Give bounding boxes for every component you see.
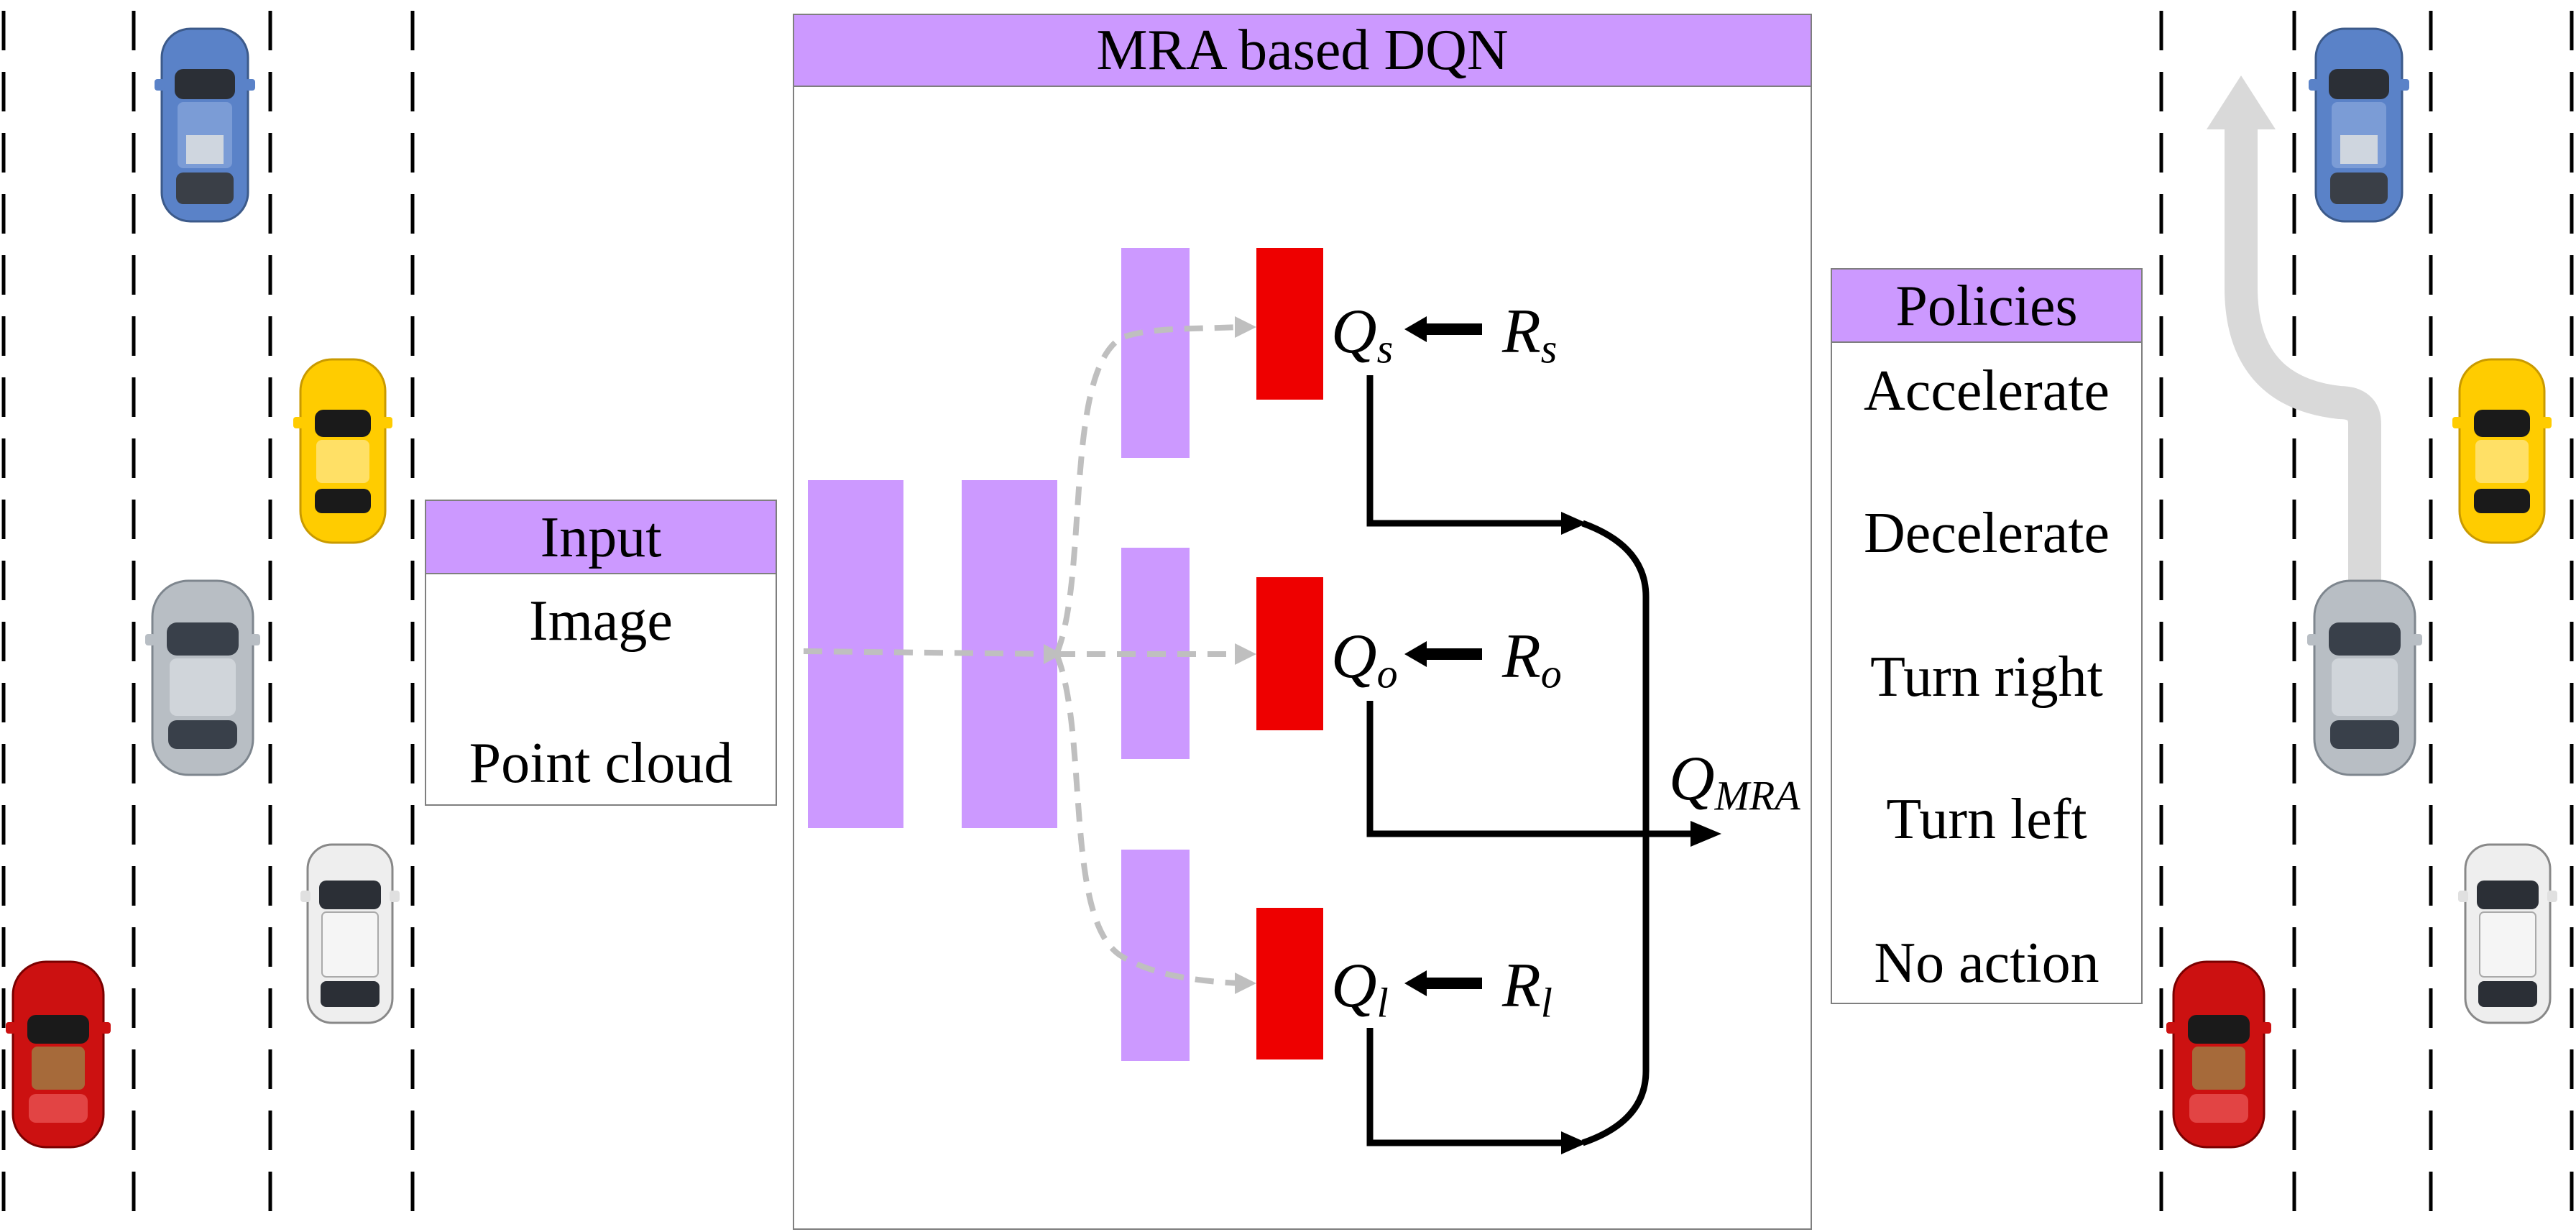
q-label-lane: Ql (1331, 955, 1389, 1024)
q-symbol: Q (1331, 951, 1377, 1021)
q-mra-subscript: MRA (1714, 772, 1800, 819)
lane-markings-left (1, 11, 415, 1232)
hidden-layer (962, 480, 1057, 828)
r-label-lane: Rl (1502, 955, 1552, 1024)
policy-accelerate: Accelerate (1864, 359, 2110, 423)
input-panel-title: Input (540, 506, 662, 569)
input-item-point-cloud: Point cloud (469, 732, 733, 795)
input-panel-header (425, 500, 777, 574)
q-mra-output-label: QMRA (1669, 748, 1800, 817)
policy-turn-right: Turn right (1870, 645, 2103, 709)
r-subscript: l (1540, 979, 1552, 1026)
lane-change-arrow (2207, 75, 2381, 582)
car-white (2458, 843, 2557, 1024)
lane-markings-right (2159, 11, 2574, 1232)
q-label-safety: Qs (1331, 300, 1393, 370)
input-layer (808, 480, 903, 828)
q-symbol: Q (1331, 622, 1377, 691)
branch-layer-lane (1121, 850, 1190, 1061)
q-symbol: Q (1331, 297, 1377, 367)
car-yellow (2452, 358, 2552, 544)
r-subscript: o (1540, 650, 1562, 697)
r-symbol: R (1502, 622, 1541, 691)
policy-no-action: No action (1874, 932, 2099, 995)
dqn-panel-header (793, 14, 1812, 87)
policies-panel-header (1831, 268, 2143, 343)
r-label-safety: Rs (1502, 300, 1557, 370)
q-head-lane (1256, 908, 1323, 1059)
car-blue (2309, 27, 2409, 223)
left-road-scene (1, 11, 415, 1232)
q-label-overtake: Qo (1331, 625, 1398, 695)
car-red (6, 960, 111, 1149)
r-subscript: s (1540, 325, 1558, 372)
right-road-scene (2159, 11, 2574, 1232)
q-mra-symbol: Q (1669, 744, 1715, 814)
data-flow-arrows (803, 324, 1241, 986)
input-item-image: Image (529, 589, 673, 653)
car-silver (2307, 579, 2422, 776)
car-red (2166, 960, 2271, 1149)
aggregation-arrowheads (1561, 512, 1721, 1154)
q-subscript: s (1376, 325, 1394, 372)
reward-arrows (1404, 316, 1482, 996)
q-subscript: l (1376, 979, 1389, 1026)
policies-panel-title: Policies (1895, 275, 2078, 338)
policies-panel-frame (1831, 268, 2143, 1004)
car-white (300, 843, 400, 1024)
car-silver (145, 579, 260, 776)
q-head-overtake (1256, 577, 1323, 730)
policy-turn-left: Turn left (1886, 788, 2087, 851)
aggregation-lines (1366, 375, 1693, 1146)
r-symbol: R (1502, 297, 1541, 367)
policy-decelerate: Decelerate (1864, 502, 2110, 565)
q-subscript: o (1376, 650, 1398, 697)
car-yellow (293, 358, 392, 544)
q-head-safety (1256, 248, 1323, 400)
r-symbol: R (1502, 951, 1541, 1021)
data-flow-arrowheads (1044, 316, 1256, 994)
r-label-overtake: Ro (1502, 625, 1562, 695)
dqn-title: MRA based DQN (1096, 19, 1509, 82)
branch-layer-safety (1121, 248, 1190, 458)
car-blue (155, 27, 255, 223)
